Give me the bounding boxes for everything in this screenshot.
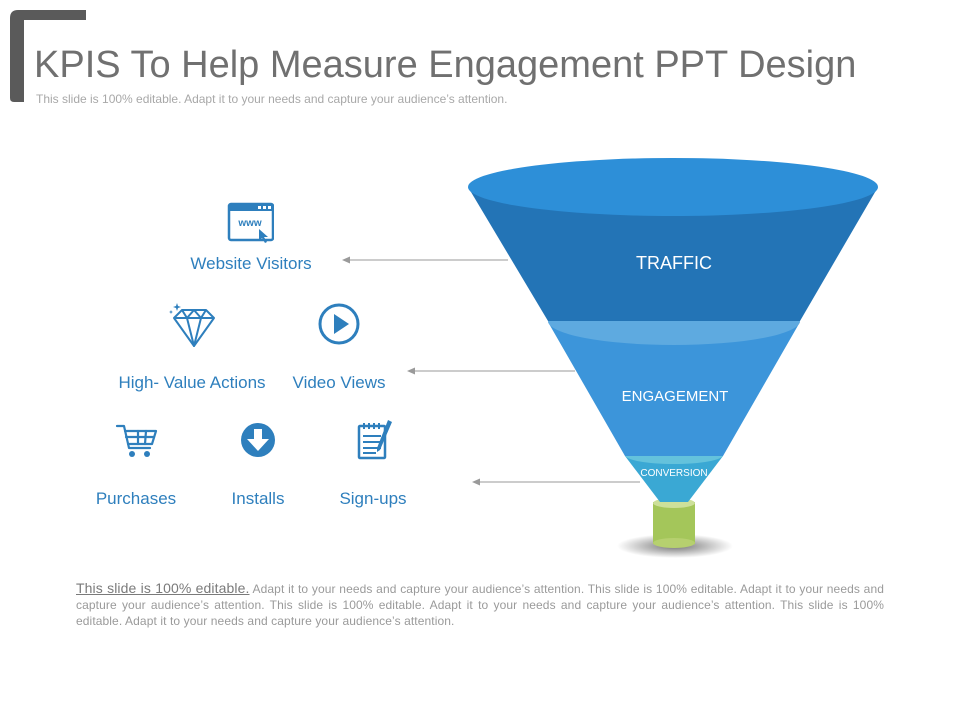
kpi-label-signups: Sign-ups bbox=[339, 489, 407, 508]
shopping-cart-icon bbox=[115, 424, 158, 457]
slide-title: KPIS To Help Measure Engagement PPT Desi… bbox=[34, 44, 857, 86]
arrow-traffic bbox=[342, 256, 508, 264]
browser-www-icon: www bbox=[227, 202, 274, 243]
download-circle-icon bbox=[241, 423, 275, 457]
kpi-label-website-visitors: Website Visitors bbox=[190, 254, 312, 273]
svg-text:www: www bbox=[237, 218, 262, 229]
arrow-engagement bbox=[407, 367, 575, 375]
notepad-pen-icon bbox=[357, 420, 392, 460]
kpi-label-high-value-actions: High- Value Actions bbox=[118, 373, 266, 392]
slide-subtitle: This slide is 100% editable. Adapt it to… bbox=[36, 92, 508, 106]
body-paragraph: This slide is 100% editable. Adapt it to… bbox=[76, 580, 884, 629]
funnel-spout-bottom bbox=[653, 538, 695, 548]
kpi-label-purchases: Purchases bbox=[95, 489, 177, 508]
diamond-icon bbox=[169, 303, 215, 347]
body-text: Adapt it to your needs and capture your … bbox=[76, 582, 884, 628]
funnel-spout bbox=[653, 502, 695, 544]
kpi-label-installs: Installs bbox=[231, 489, 285, 508]
body-lead-text: This slide is 100% editable. bbox=[76, 580, 250, 596]
funnel-traffic-segment bbox=[468, 187, 878, 321]
corner-bracket bbox=[10, 10, 86, 102]
stage-label-engagement: ENGAGEMENT bbox=[622, 388, 729, 405]
funnel-conversion-segment bbox=[625, 456, 723, 502]
funnel-top-rim bbox=[468, 158, 878, 216]
stage-label-traffic: TRAFFIC bbox=[636, 253, 712, 273]
play-circle-icon bbox=[318, 303, 360, 345]
funnel-engagement-segment bbox=[548, 322, 800, 456]
stage-label-conversion: CONVERSION bbox=[640, 468, 707, 479]
kpi-label-video-views: Video Views bbox=[292, 373, 386, 392]
arrow-conversion bbox=[472, 478, 640, 486]
